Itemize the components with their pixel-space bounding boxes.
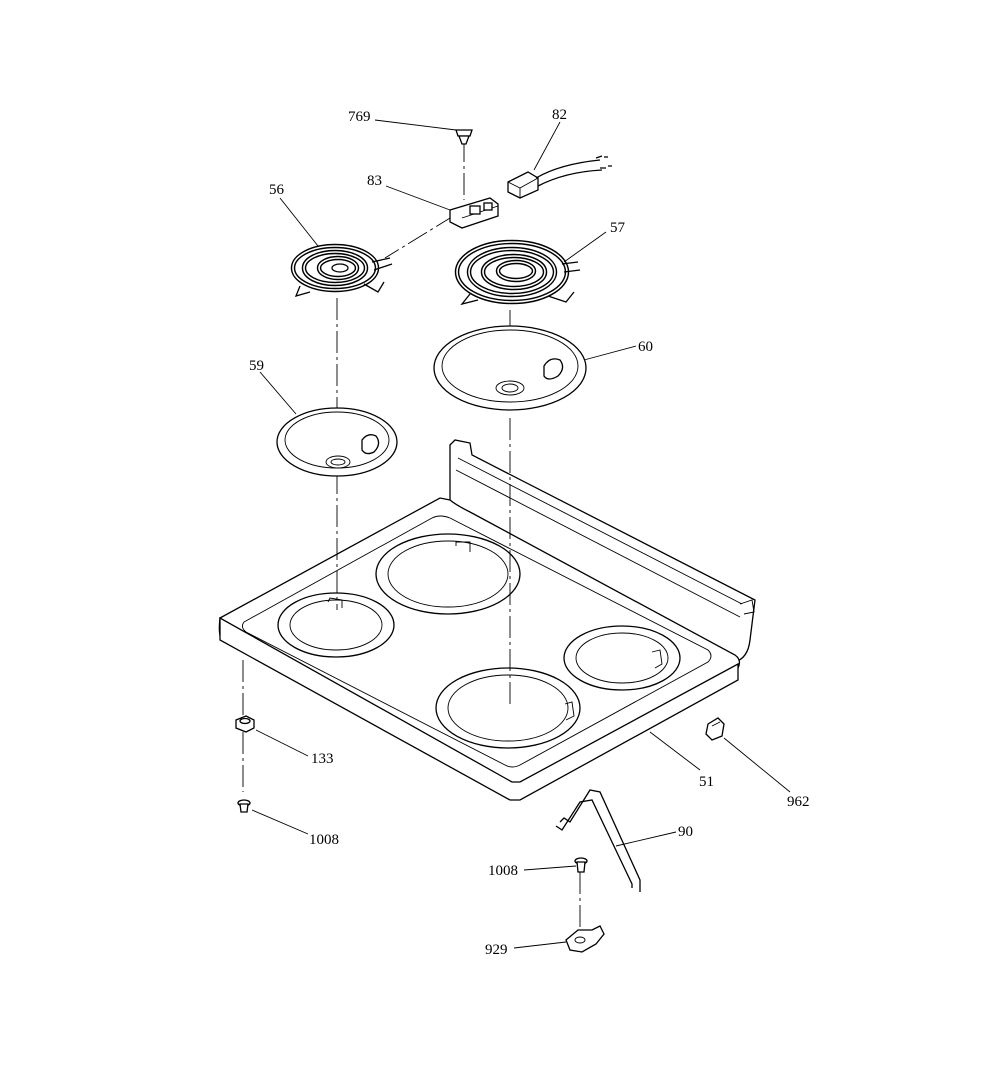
screw-1008-center [574,857,588,873]
clip-962 [705,717,725,741]
callout-1008-left: 1008 [309,832,339,848]
surface-unit-56 [290,243,393,297]
drip-pan-59 [276,407,398,477]
support-rod-90 [555,789,641,892]
callout-56: 56 [269,182,285,198]
leader-lines [251,119,791,949]
wire-connector-82 [507,155,612,199]
drip-pan-60 [433,325,587,411]
callout-769: 769 [348,109,371,125]
surface-unit-57 [454,239,581,306]
screw-769 [455,129,473,145]
callout-929: 929 [485,942,508,958]
callout-82: 82 [552,107,567,123]
callout-83: 83 [367,173,382,189]
callout-51: 51 [699,774,714,790]
callout-labels: 769 82 83 56 57 60 59 133 1008 51 962 90… [249,107,810,958]
spacer-133 [235,715,255,733]
terminal-block-83 [449,197,499,229]
callout-90: 90 [678,824,693,840]
bracket-929 [565,925,605,953]
callout-60: 60 [638,339,653,355]
screw-1008-left [237,799,251,813]
callout-57: 57 [610,220,626,236]
callout-962: 962 [787,794,810,810]
callout-1008-center: 1008 [488,863,518,879]
callout-133: 133 [311,751,334,767]
callout-59: 59 [249,358,264,374]
cooktop-main-top [218,439,756,801]
